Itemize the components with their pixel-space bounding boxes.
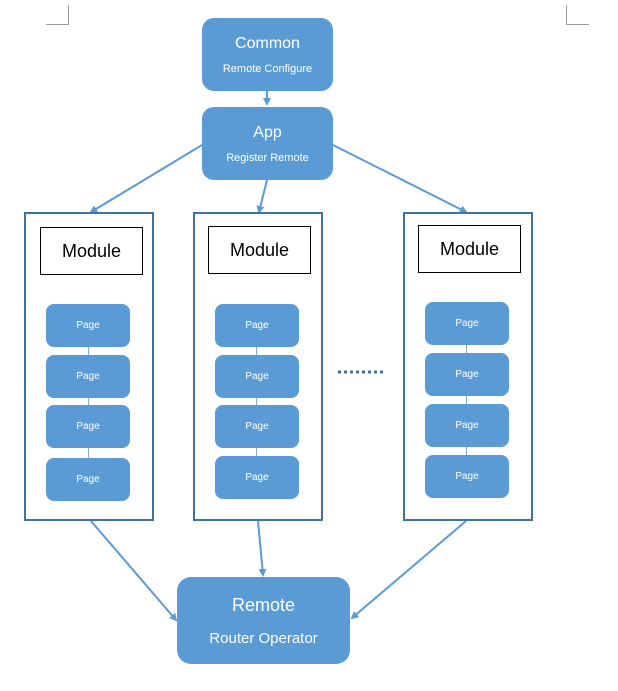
page-box: Page (46, 458, 130, 501)
page-corner-mark-top-right (566, 5, 589, 25)
arrow-module-1-to-remote (90, 520, 178, 622)
module-label-1: Module (40, 227, 143, 275)
remote-subtitle: Router Operator (209, 629, 318, 647)
arrow-app-to-module-3 (332, 144, 468, 213)
remote-node: Remote Router Operator (177, 577, 350, 664)
arrow-app-to-module-2 (256, 179, 268, 214)
page-connector (256, 345, 257, 461)
common-title: Common (235, 34, 300, 52)
page-box: Page (425, 404, 509, 447)
arrow-module-3-to-remote (350, 520, 467, 620)
module-label-2: Module (208, 226, 311, 274)
common-subtitle: Remote Configure (222, 62, 313, 75)
page-box: Page (46, 355, 130, 398)
page-connector (88, 345, 89, 461)
page-box: Page (425, 455, 509, 498)
common-node: Common Remote Configure (202, 18, 333, 91)
arrow-app-to-module-1 (89, 144, 203, 214)
page-box: Page (425, 302, 509, 345)
arrow-module-2-to-remote (257, 520, 267, 577)
page-corner-mark-top-left (46, 5, 69, 25)
page-box: Page (215, 405, 299, 448)
page-box: Page (46, 405, 130, 448)
page-box: Page (46, 304, 130, 347)
module-label-3: Module (418, 225, 521, 273)
remote-title: Remote (231, 594, 296, 615)
page-box: Page (425, 353, 509, 396)
page-connector (466, 343, 467, 459)
app-node: App Register Remote (202, 107, 333, 180)
page-box: Page (215, 456, 299, 499)
app-subtitle: Register Remote (226, 151, 309, 164)
page-box: Page (215, 304, 299, 347)
app-title: App (253, 123, 282, 141)
page-box: Page (215, 355, 299, 398)
